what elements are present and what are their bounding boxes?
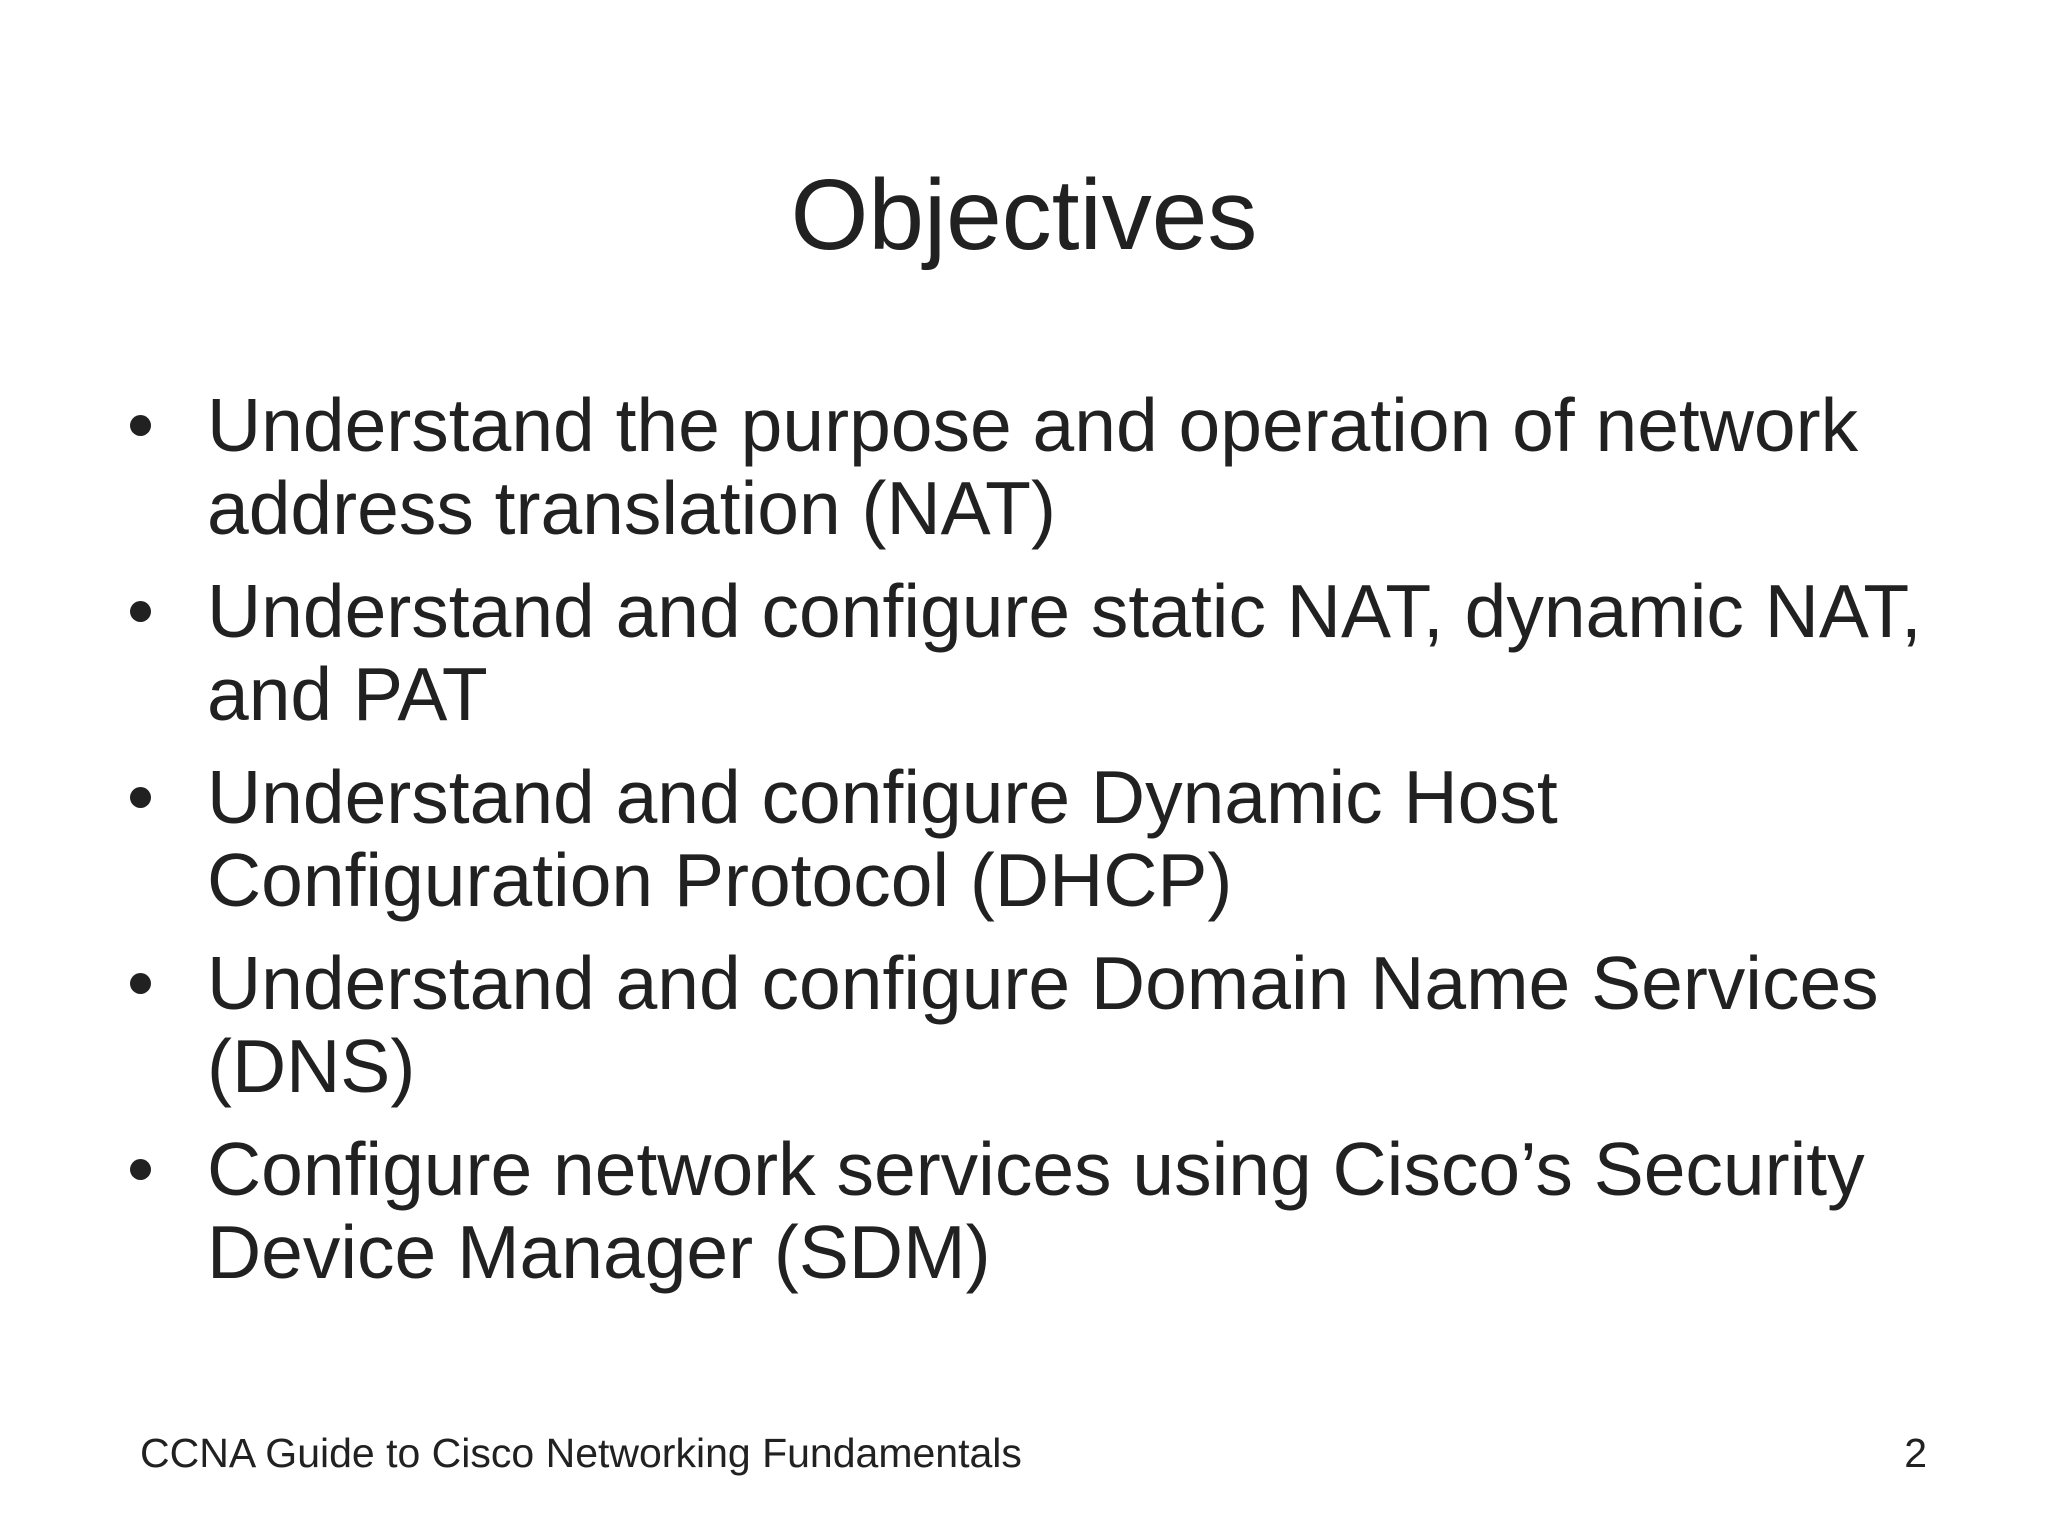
list-item: Understand the purpose and operation of … [130,384,1952,550]
list-item: Understand and configure Domain Name Ser… [130,942,1952,1108]
slide-title: Objectives [790,159,1258,271]
list-item: Understand and configure Dynamic Host Co… [130,756,1952,922]
objectives-list: Understand the purpose and operation of … [130,384,1952,1294]
list-item: Configure network services using Cisco’s… [130,1128,1952,1294]
page-number: 2 [1904,1430,1927,1476]
footer-book-title: CCNA Guide to Cisco Networking Fundament… [140,1430,1022,1476]
slide-footer: CCNA Guide to Cisco Networking Fundament… [140,1430,1927,1476]
list-item: Understand and configure static NAT, dyn… [130,570,1952,736]
